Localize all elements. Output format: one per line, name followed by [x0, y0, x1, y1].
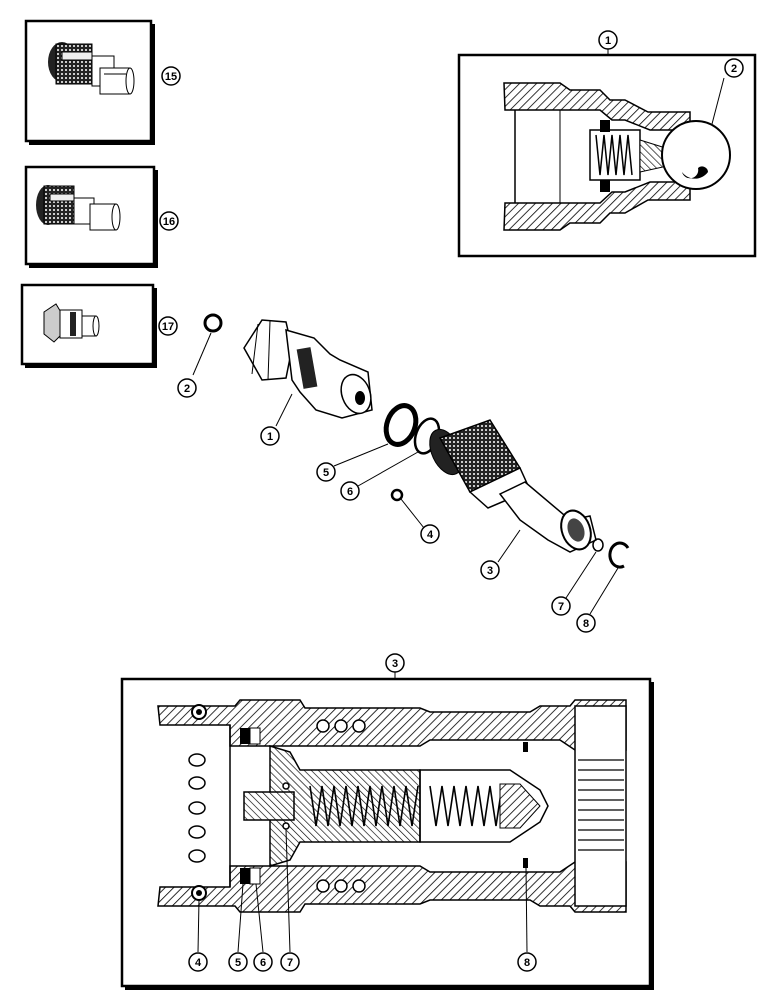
exploded-seal: [333, 403, 419, 467]
callout-exploded-6-label: 6: [347, 486, 353, 498]
exploded-small-ball: [390, 488, 425, 529]
callout-17-label: 17: [162, 321, 174, 333]
callout-bottom-7-label: 7: [287, 957, 293, 969]
callout-exploded-7: 7: [551, 596, 571, 616]
callout-exploded-8: 8: [576, 613, 596, 633]
callout-exploded-5: 5: [316, 462, 336, 482]
callout-16-label: 16: [163, 216, 175, 228]
thumbnail-coupler-16: [24, 165, 158, 268]
callout-exploded-1: 1: [260, 426, 280, 446]
callout-top-1-label: 1: [605, 35, 611, 47]
callout-top-1: 1: [598, 30, 618, 55]
callout-exploded-1-label: 1: [267, 431, 273, 443]
callout-exploded-2-label: 2: [184, 383, 190, 395]
thumbnail-coupler-15: [24, 19, 155, 145]
callout-bottom-5: 5: [228, 883, 248, 972]
callout-bottom-4-label: 4: [195, 957, 202, 969]
callout-15-label: 15: [165, 71, 177, 83]
exploded-ball: [192, 313, 223, 376]
exploded-coupler: [429, 419, 597, 563]
callout-top-2: 2: [724, 58, 744, 78]
callout-bottom-7: 7: [280, 829, 300, 972]
callout-exploded-4-label: 4: [427, 529, 434, 541]
callout-bottom-8-label: 8: [524, 957, 530, 969]
callout-bottom-3: 3: [385, 653, 405, 679]
coupler-cross-section: [120, 677, 654, 990]
thumbnail-nipple-17: [20, 283, 157, 368]
callout-exploded-6: 6: [340, 481, 360, 501]
callout-bottom-6: 6: [253, 883, 273, 972]
callout-bottom-4: 4: [188, 899, 208, 972]
callout-exploded-4: 4: [420, 524, 440, 544]
ball-2-top: [661, 77, 731, 190]
callout-exploded-3-label: 3: [487, 565, 493, 577]
exploded-snap-ring: [589, 541, 630, 615]
callout-exploded-2: 2: [177, 378, 197, 398]
callout-17: 17: [158, 316, 178, 336]
callout-bottom-8: 8: [517, 867, 537, 972]
callout-16: 16: [159, 211, 179, 231]
callout-15: 15: [161, 66, 181, 86]
callout-bottom-6-label: 6: [260, 957, 266, 969]
callout-top-2-label: 2: [731, 63, 737, 75]
callout-exploded-8-label: 8: [583, 618, 589, 630]
callout-bottom-5-label: 5: [235, 957, 241, 969]
callout-bottom-3-label: 3: [392, 658, 398, 670]
callout-exploded-3: 3: [480, 560, 500, 580]
callout-exploded-5-label: 5: [323, 467, 329, 479]
exploded-nipple: [243, 319, 373, 427]
exploded-small-ring: [565, 538, 604, 599]
callout-exploded-7-label: 7: [558, 601, 564, 613]
